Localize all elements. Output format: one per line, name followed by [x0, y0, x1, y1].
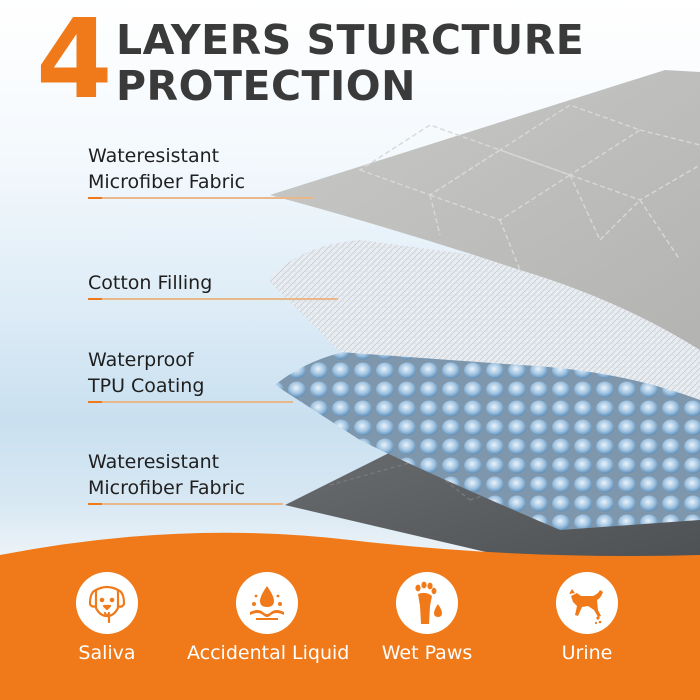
headline-line-2: PROTECTION — [116, 62, 416, 110]
feature-label: Saliva — [78, 642, 136, 664]
tpu-coating-layer — [275, 344, 700, 530]
layer-label-line2: Microfiber Fabric — [88, 477, 246, 499]
feature-wet-paws: Wet Paws — [347, 572, 507, 664]
dog-urinating-icon — [556, 572, 618, 634]
feature-accidental-liquid: Accidental Liquid — [187, 572, 350, 664]
layer-leader-line — [88, 503, 283, 505]
layer-leader-line — [88, 197, 313, 199]
layer-label-bottom-fabric: Wateresistant Microfiber Fabric — [88, 449, 245, 501]
feature-urine: Urine — [507, 572, 667, 664]
layer-label-top-fabric: Wateresistant Microfiber Fabric — [88, 143, 245, 195]
top-fabric-layer — [270, 70, 700, 350]
layer-label-line1: Wateresistant — [88, 145, 220, 167]
dog-face-icon — [76, 572, 138, 634]
feature-label: Wet Paws — [381, 642, 473, 664]
layers-illustration — [268, 70, 700, 560]
layer-label-line1: Cotton Filling — [88, 272, 213, 294]
headline-line-1: LAYERS STURCTURE — [116, 16, 585, 64]
layer-label-line1: Waterproof — [88, 349, 194, 371]
orange-footer-band — [0, 532, 700, 700]
wet-paw-icon — [396, 572, 458, 634]
feature-saliva: Saliva — [27, 572, 187, 664]
layer-label-line1: Wateresistant — [88, 451, 220, 473]
layer-leader-line — [88, 298, 338, 300]
layer-label-line2: TPU Coating — [88, 375, 205, 397]
liquid-splash-icon — [236, 572, 298, 634]
layer-label-cotton: Cotton Filling — [88, 270, 212, 296]
headline-number: 4 — [36, 0, 113, 123]
layer-leader-line — [88, 401, 293, 403]
feature-label: Urine — [561, 642, 613, 664]
feature-label: Accidental Liquid — [187, 642, 350, 664]
layer-label-line2: Microfiber Fabric — [88, 171, 246, 193]
layer-label-tpu: Waterproof TPU Coating — [88, 347, 204, 399]
